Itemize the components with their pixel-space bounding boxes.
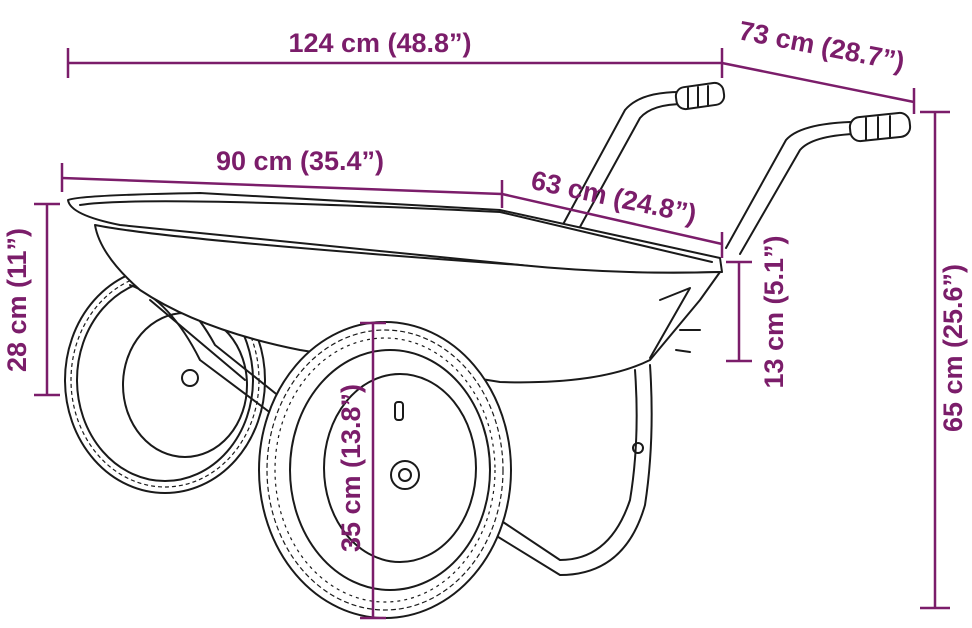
total-width-label: 73 cm (28.7”) bbox=[736, 15, 907, 77]
tray-length-label: 90 cm (35.4”) bbox=[216, 146, 384, 176]
handle-left bbox=[559, 81, 726, 237]
total-height-label: 65 cm (25.6”) bbox=[938, 264, 968, 432]
handle-right bbox=[725, 111, 912, 255]
wheelbarrow-drawing bbox=[64, 81, 912, 619]
tray-depth-label: 28 cm (11”) bbox=[2, 228, 32, 372]
handle-drop-label: 13 cm (5.1”) bbox=[759, 235, 789, 388]
wheel-diameter-label: 35 cm (13.8”) bbox=[336, 384, 366, 552]
front-wheel bbox=[258, 321, 512, 619]
total-length-label: 124 cm (48.8”) bbox=[288, 28, 471, 58]
tray bbox=[67, 192, 723, 384]
dimension-lines bbox=[34, 48, 950, 620]
